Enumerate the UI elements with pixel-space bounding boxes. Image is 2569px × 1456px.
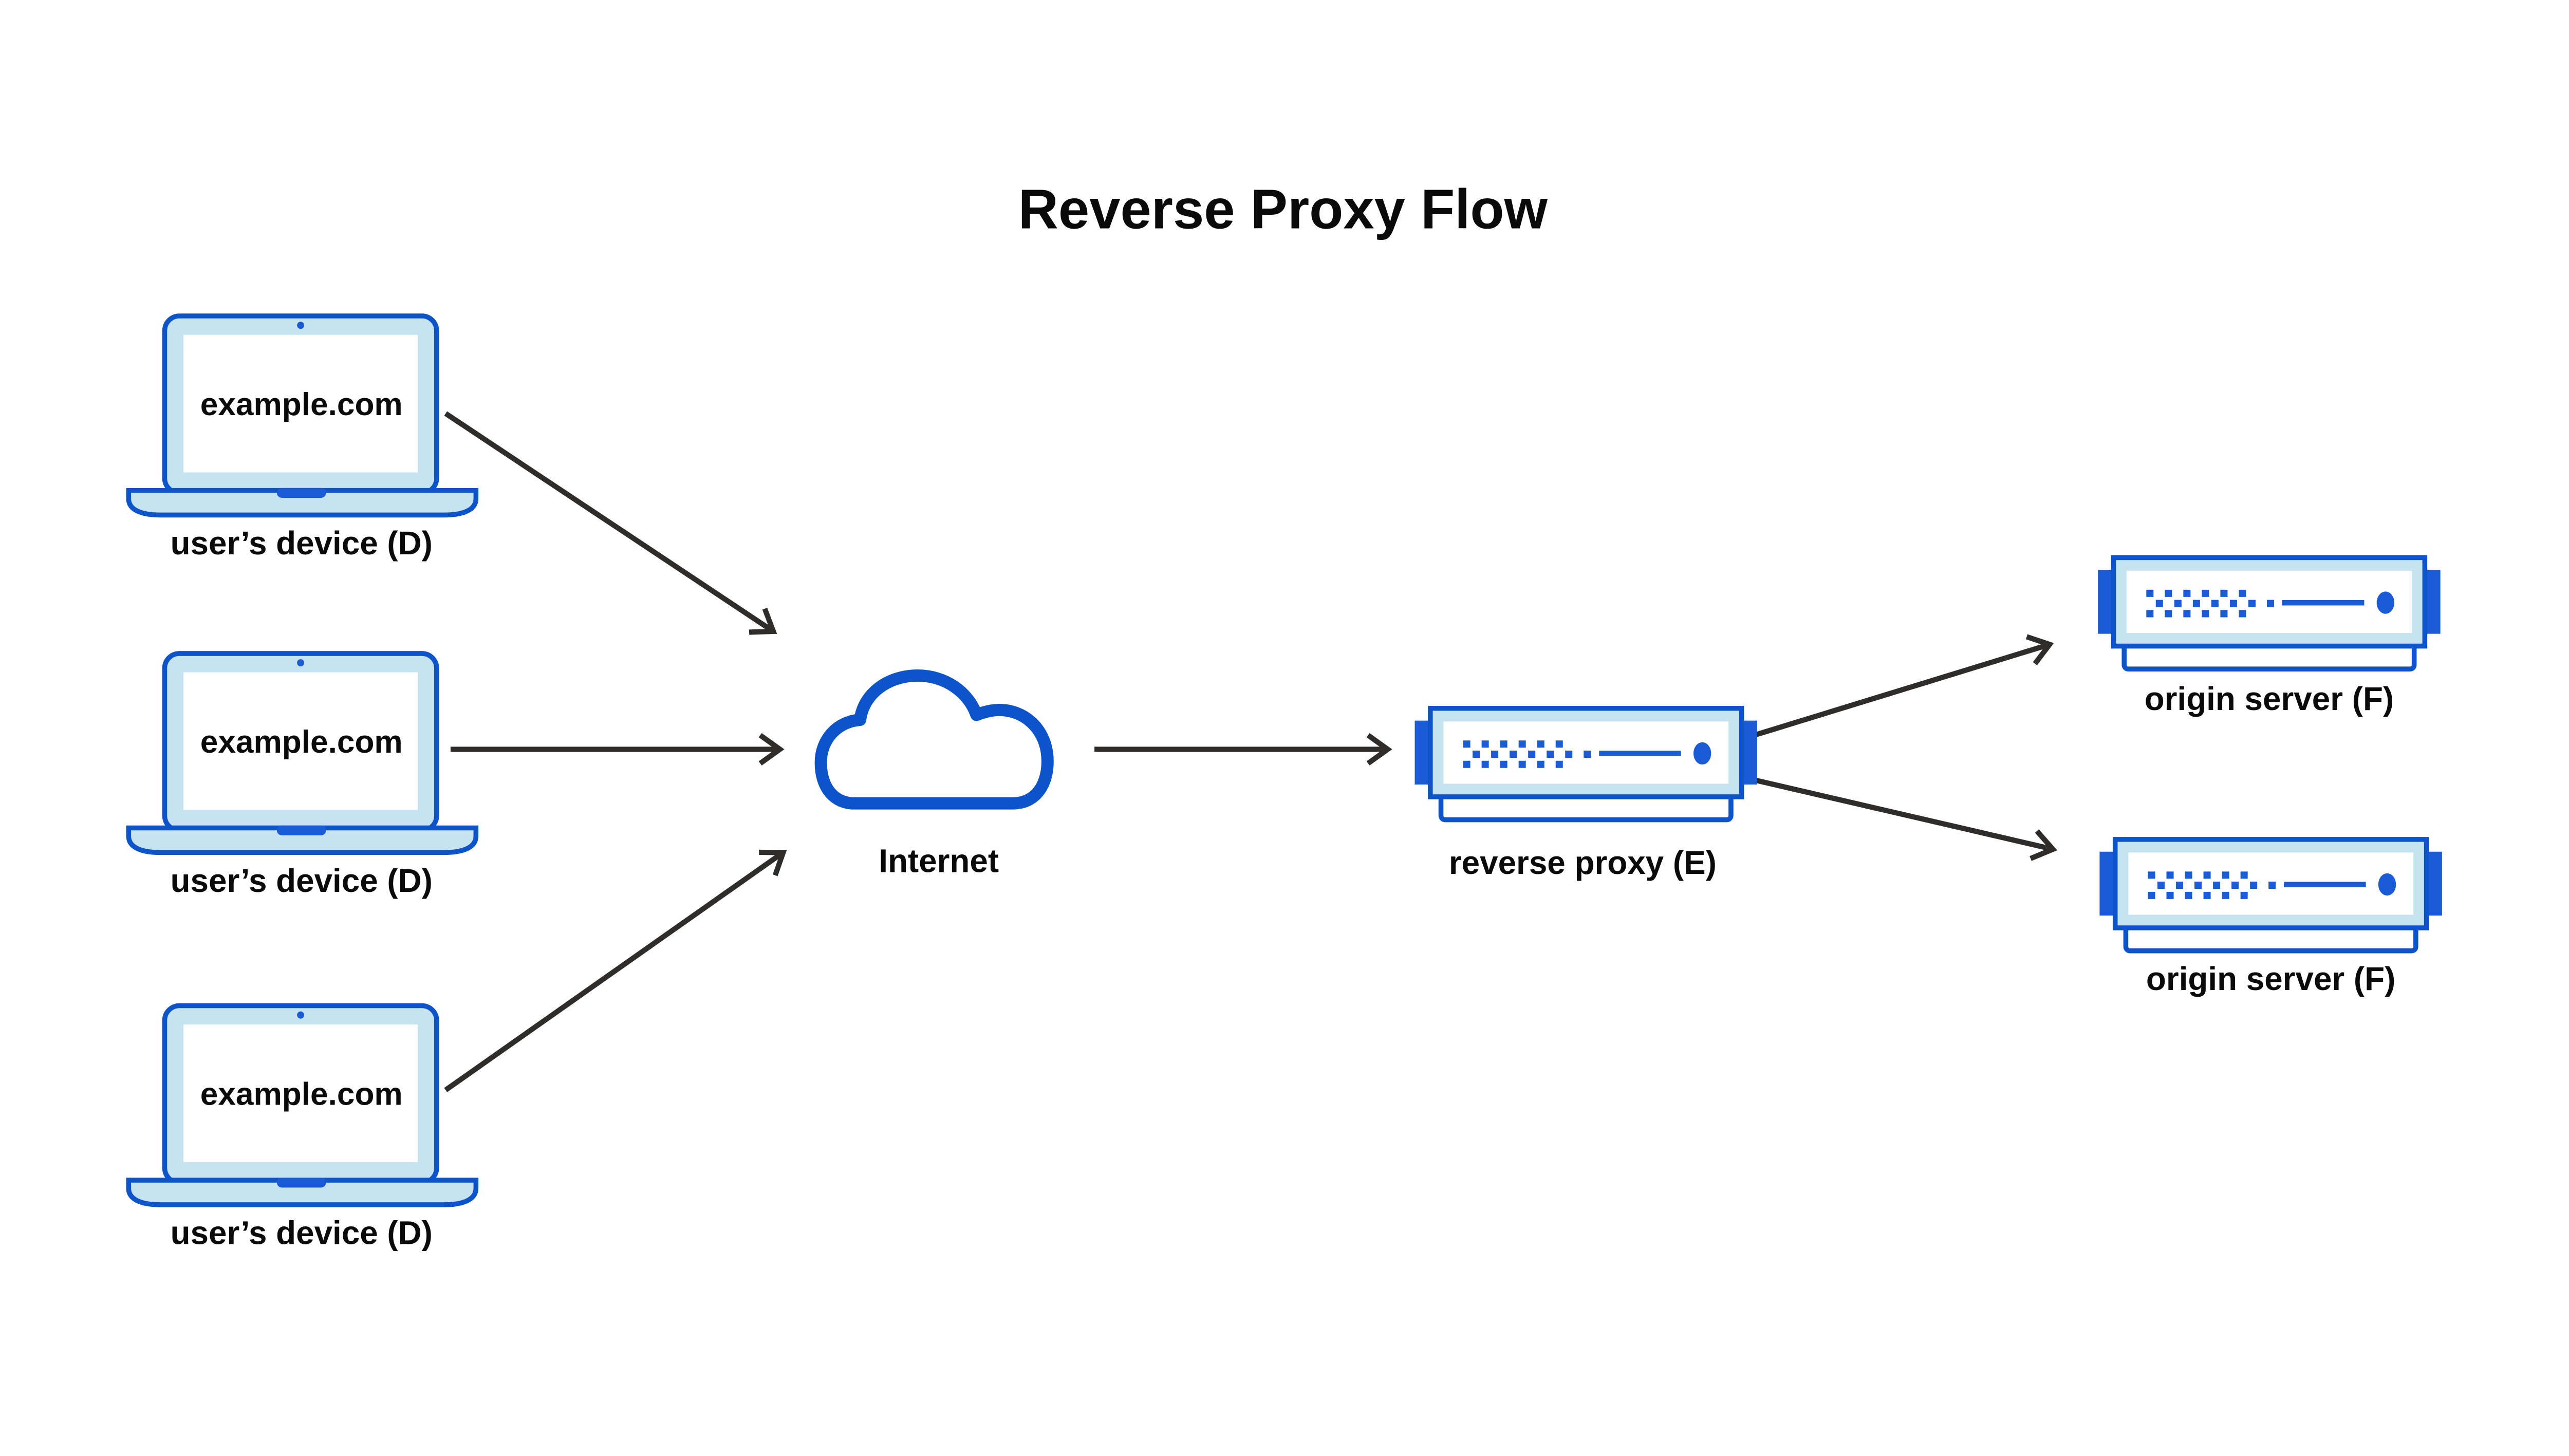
connection-arrows: [444, 411, 2058, 1092]
cloud-icon: [814, 669, 1054, 810]
device-screen-url: example.com: [200, 724, 403, 760]
origin-server-1: origin server (F): [2098, 557, 2440, 717]
device-label: user’s device (D): [171, 525, 433, 562]
device-screen-url: example.com: [200, 1076, 403, 1112]
page-title: Reverse Proxy Flow: [1018, 178, 1548, 240]
reverse-proxy-label: reverse proxy (E): [1449, 844, 1717, 881]
arrow-device3-to-internet: [444, 849, 787, 1092]
origin-server-label: origin server (F): [2146, 960, 2395, 997]
server-icon: [2099, 839, 2442, 951]
internet-label: Internet: [879, 843, 999, 880]
internet-node: Internet: [814, 669, 1054, 880]
user-device-1: example.com user’s device (D): [128, 316, 476, 562]
user-device-2: example.com user’s device (D): [128, 654, 476, 899]
device-label: user’s device (D): [171, 1214, 433, 1251]
arrow-device1-to-internet: [444, 411, 777, 635]
device-label: user’s device (D): [171, 862, 433, 899]
arrow-proxy-to-origin1: [1755, 634, 2054, 737]
device-screen-url: example.com: [200, 387, 403, 422]
origin-server-label: origin server (F): [2145, 680, 2394, 717]
reverse-proxy-node: reverse proxy (E): [1415, 708, 1757, 881]
user-device-3: example.com user’s device (D): [128, 1005, 476, 1251]
origin-server-2: origin server (F): [2099, 839, 2442, 997]
arrow-proxy-to-origin2: [1756, 778, 2058, 861]
server-icon: [1415, 708, 1757, 820]
server-icon: [2098, 557, 2440, 669]
